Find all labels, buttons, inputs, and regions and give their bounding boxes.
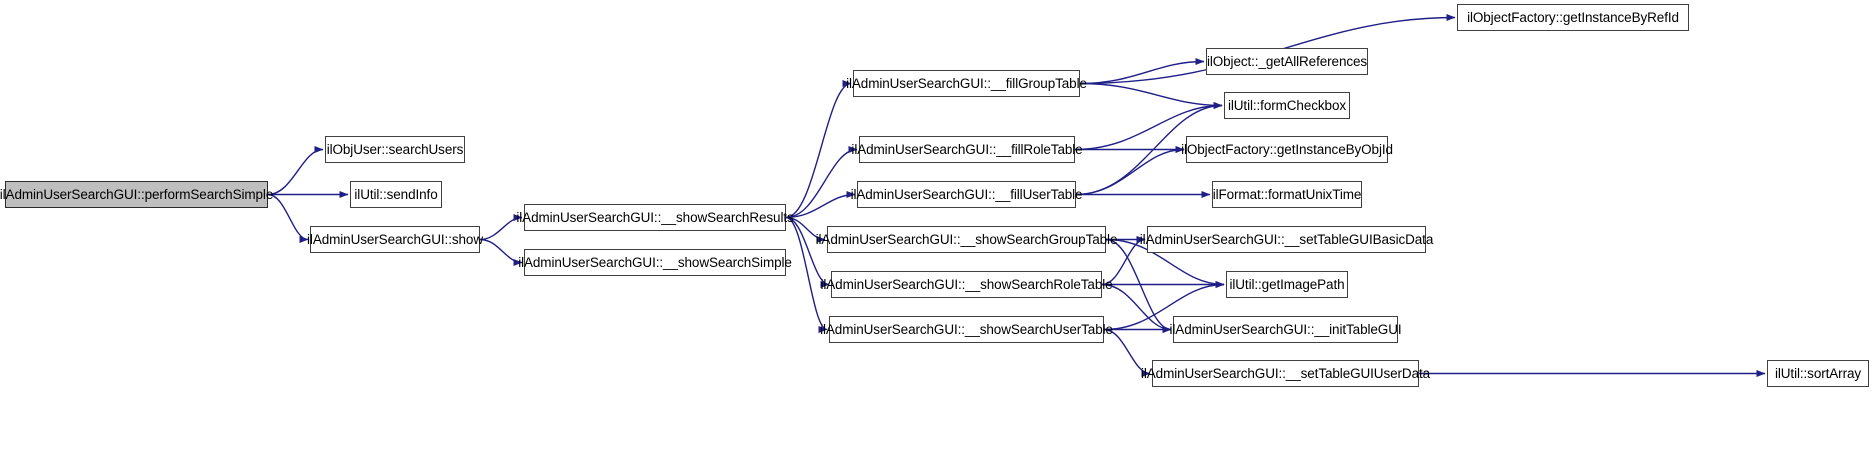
graph-edge-showSearchUserTable-to-setTableGUIUserData (1103, 328, 1151, 377)
graph-edge-showSearchResults-to-showSearchRoleTable (785, 216, 830, 288)
graph-node-label: ilAdminUserSearchGUI::__fillRoleTable (851, 141, 1083, 157)
graph-edge-showSearchResults-to-fillUserTable (785, 191, 856, 219)
graph-node-label: ilAdminUserSearchGUI::__fillUserTable (850, 186, 1083, 202)
graph-edge-show-to-showSearchSimple (479, 238, 523, 266)
graph-edge-show-to-showSearchResults (479, 214, 523, 241)
graph-node-label: ilAdminUserSearchGUI::__showSearchUserTa… (820, 321, 1113, 337)
graph-node-sortArray[interactable]: ilUtil::sortArray (1767, 360, 1869, 387)
graph-node-label: ilAdminUserSearchGUI::__showSearchSimple (518, 254, 792, 270)
graph-node-showSearchResults[interactable]: ilAdminUserSearchGUI::__showSearchResult… (516, 204, 794, 231)
graph-node-label: ilAdminUserSearchGUI::__setTableGUIUserD… (1140, 365, 1431, 381)
graph-node-label: ilAdminUserSearchGUI::__showSearchGroupT… (815, 231, 1118, 247)
graph-node-searchUsers[interactable]: ilObjUser::searchUsers (325, 136, 465, 163)
graph-node-label: ilUtil::sortArray (1774, 365, 1862, 381)
graph-node-label: ilAdminUserSearchGUI::__showSearchResult… (516, 209, 794, 225)
graph-node-getInstanceByObjId[interactable]: ilObjectFactory::getInstanceByObjId (1181, 136, 1393, 163)
graph-node-label: ilUtil::formCheckbox (1227, 97, 1347, 113)
graph-node-label: ilObject::_getAllReferences (1206, 53, 1368, 69)
graph-node-label: ilAdminUserSearchGUI::__showSearchRoleTa… (820, 276, 1113, 292)
graph-edge-showSearchRoleTable-to-initTableGUI (1101, 283, 1172, 333)
graph-node-showSearchGroupTable[interactable]: ilAdminUserSearchGUI::__showSearchGroupT… (816, 226, 1117, 253)
graph-node-label: ilObjectFactory::getInstanceByObjId (1181, 141, 1393, 157)
graph-node-sendInfo[interactable]: ilUtil::sendInfo (350, 181, 442, 208)
graph-node-label: ilUtil::sendInfo (354, 186, 438, 202)
graph-edge-showSearchResults-to-showSearchUserTable (785, 216, 828, 333)
graph-node-label: ilUtil::getImagePath (1229, 276, 1345, 292)
graph-edge-performSearchSimple-to-show (267, 193, 309, 243)
graph-edge-fillUserTable-to-getInstanceByObjId (1075, 146, 1185, 196)
graph-node-fillUserTable[interactable]: ilAdminUserSearchGUI::__fillUserTable (851, 181, 1083, 208)
graph-node-getImagePath[interactable]: ilUtil::getImagePath (1226, 271, 1348, 298)
graph-node-fillRoleTable[interactable]: ilAdminUserSearchGUI::__fillRoleTable (851, 136, 1083, 163)
graph-node-getAllReferences[interactable]: ilObject::_getAllReferences (1206, 48, 1368, 75)
graph-node-label: ilAdminUserSearchGUI::__fillGroupTable (846, 75, 1087, 91)
graph-edge-fillGroupTable-to-formCheckbox (1079, 82, 1223, 109)
graph-edge-performSearchSimple-to-searchUsers (267, 146, 324, 196)
graph-node-formatUnixTime[interactable]: ilFormat::formatUnixTime (1212, 181, 1362, 208)
graph-node-fillGroupTable[interactable]: ilAdminUserSearchGUI::__fillGroupTable (846, 70, 1087, 97)
graph-node-label: ilAdminUserSearchGUI::__setTableGUIBasic… (1139, 231, 1434, 247)
graph-node-label: ilAdminUserSearchGUI::performSearchSimpl… (0, 186, 274, 202)
graph-node-showSearchSimple[interactable]: ilAdminUserSearchGUI::__showSearchSimple (518, 249, 792, 276)
graph-node-label: ilObjUser::searchUsers (326, 141, 464, 157)
graph-node-setTableGUIBasicData[interactable]: ilAdminUserSearchGUI::__setTableGUIBasic… (1140, 226, 1433, 253)
graph-edge-showSearchGroupTable-to-initTableGUI (1105, 238, 1172, 333)
graph-node-formCheckbox[interactable]: ilUtil::formCheckbox (1224, 92, 1350, 119)
graph-edge-showSearchResults-to-fillRoleTable (785, 146, 858, 219)
graph-node-getInstanceByRefId[interactable]: ilObjectFactory::getInstanceByRefId (1457, 4, 1689, 31)
graph-edge-fillGroupTable-to-getAllReferences (1079, 58, 1205, 85)
graph-edge-showSearchResults-to-fillGroupTable (785, 80, 852, 219)
graph-node-label: ilObjectFactory::getInstanceByRefId (1467, 9, 1679, 25)
graph-node-setTableGUIUserData[interactable]: ilAdminUserSearchGUI::__setTableGUIUserD… (1141, 360, 1430, 387)
graph-edge-showSearchResults-to-showSearchGroupTable (785, 216, 826, 243)
graph-node-performSearchSimple[interactable]: ilAdminUserSearchGUI::performSearchSimpl… (0, 181, 273, 208)
graph-node-label: ilAdminUserSearchGUI::show (307, 231, 483, 247)
graph-node-label: ilFormat::formatUnixTime (1212, 186, 1362, 202)
graph-node-initTableGUI[interactable]: ilAdminUserSearchGUI::__initTableGUI (1170, 316, 1402, 343)
graph-node-label: ilAdminUserSearchGUI::__initTableGUI (1169, 321, 1402, 337)
graph-node-showSearchUserTable[interactable]: ilAdminUserSearchGUI::__showSearchUserTa… (820, 316, 1113, 343)
graph-edge-showSearchRoleTable-to-setTableGUIBasicData (1101, 236, 1146, 286)
graph-node-showSearchRoleTable[interactable]: ilAdminUserSearchGUI::__showSearchRoleTa… (820, 271, 1113, 298)
graph-node-show[interactable]: ilAdminUserSearchGUI::show (307, 226, 483, 253)
